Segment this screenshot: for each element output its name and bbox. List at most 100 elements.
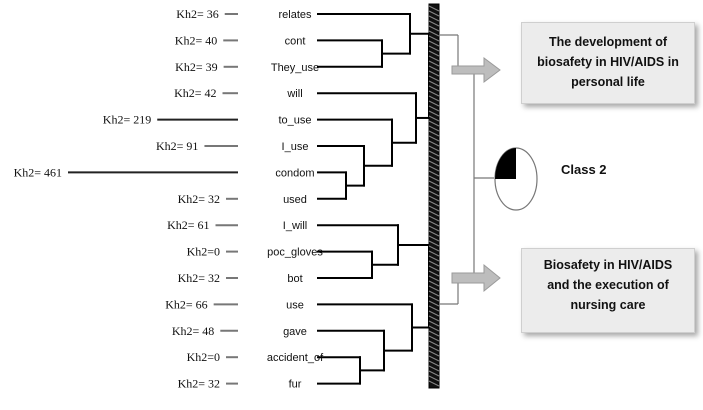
hatch-line [428, 70, 440, 77]
bottom-box-line-1: Biosafety in HIV/AIDS [543, 258, 673, 272]
hatch-line [428, 145, 440, 152]
hatch-line [428, 225, 440, 232]
hatch-line [428, 340, 440, 347]
hatch-line [428, 310, 440, 317]
hatch-line [428, 345, 440, 352]
chi-square-label: Kh2= 66 [165, 297, 207, 311]
hatch-line [428, 305, 440, 312]
hatch-line [428, 130, 440, 137]
hatch-line [428, 95, 440, 102]
word-label: use [286, 299, 304, 311]
hatch-line [428, 20, 440, 27]
hatch-line [428, 60, 440, 67]
hatch-line [428, 220, 440, 227]
chi-square-label: Kh2= 219 [103, 113, 151, 127]
hatch-line [428, 35, 440, 42]
chi-square-bars [68, 13, 238, 385]
hatch-line [428, 200, 440, 207]
chi-square-label: Kh2= 32 [178, 192, 220, 206]
word-label: relates [278, 9, 312, 21]
hatch-line [428, 125, 440, 132]
word-label: accident_of [267, 352, 324, 364]
hatch-line [428, 250, 440, 257]
hatch-line [428, 185, 440, 192]
bottom-box-line-3: nursing care [570, 298, 646, 312]
hatch-line [428, 285, 440, 292]
hatch-line [428, 105, 440, 112]
top-category-box: The development of biosafety in HIV/AIDS… [521, 22, 695, 104]
hatch-line [428, 120, 440, 127]
hatch-line [428, 330, 440, 337]
hatch-line [428, 90, 440, 97]
hatch-line [428, 355, 440, 362]
bottom-category-box: Biosafety in HIV/AIDS and the execution … [521, 248, 695, 333]
hatch-line [428, 165, 440, 172]
hatch-line [428, 260, 440, 267]
chi-square-label: Kh2= 461 [14, 165, 62, 179]
hatch-line [428, 160, 440, 167]
hatch-line [428, 315, 440, 322]
word-label: cont [285, 35, 306, 47]
divider-hatch [428, 5, 440, 387]
hatch-line [428, 175, 440, 182]
chi-square-label: Kh2=0 [187, 245, 220, 259]
hatch-line [428, 325, 440, 332]
hatch-line [428, 115, 440, 122]
hatch-line [428, 235, 440, 242]
bottom-box-line-2: and the execution of [547, 278, 669, 292]
word-label: will [286, 88, 302, 100]
hatch-line [428, 50, 440, 57]
hatch-line [428, 350, 440, 357]
word-label: I_use [282, 141, 309, 153]
hatch-line [428, 240, 440, 247]
hatch-line [428, 30, 440, 37]
word-labels: relatescontThey_usewillto_useI_usecondom… [267, 9, 324, 391]
hatch-line [428, 380, 440, 387]
hatch-line [428, 155, 440, 162]
hatch-line [428, 195, 440, 202]
chi-square-label: Kh2= 39 [175, 60, 217, 74]
hatch-line [428, 45, 440, 52]
hatch-line [428, 205, 440, 212]
hatch-line [428, 280, 440, 287]
hatch-line [428, 80, 440, 87]
arrow-top [451, 57, 501, 83]
word-label: poc_gloves [267, 247, 323, 259]
hatch-line [428, 65, 440, 72]
word-label: bot [287, 273, 302, 285]
hatch-line [428, 140, 440, 147]
class-pie-indicator [494, 147, 538, 211]
top-box-line-3: personal life [571, 75, 645, 89]
pie-slice [495, 148, 516, 179]
hatch-line [428, 270, 440, 277]
chi-square-label: Kh2= 32 [178, 377, 220, 391]
hatch-line [428, 265, 440, 272]
word-label: used [283, 194, 307, 206]
chi-square-label: Kh2= 42 [174, 86, 216, 100]
hatch-line [428, 170, 440, 177]
hatch-line [428, 150, 440, 157]
hatch-line [428, 335, 440, 342]
hatch-line [428, 360, 440, 367]
hatch-line [428, 40, 440, 47]
hatch-line [428, 190, 440, 197]
hatch-line [428, 135, 440, 142]
hatch-line [428, 365, 440, 372]
word-label: condom [275, 167, 314, 179]
hatch-line [428, 320, 440, 327]
chi-square-label: Kh2= 36 [176, 7, 218, 21]
hatch-line [428, 75, 440, 82]
hatch-line [428, 5, 440, 12]
chi-square-label: Kh2= 32 [178, 271, 220, 285]
hatch-line [428, 15, 440, 22]
word-label: They_use [271, 62, 319, 74]
hatch-line [428, 10, 440, 17]
hatch-line [428, 290, 440, 297]
word-label: I_will [283, 220, 307, 232]
hatch-line [428, 25, 440, 32]
chi-square-label: Kh2=0 [187, 350, 220, 364]
hatch-line [428, 375, 440, 382]
hatch-line [428, 85, 440, 92]
